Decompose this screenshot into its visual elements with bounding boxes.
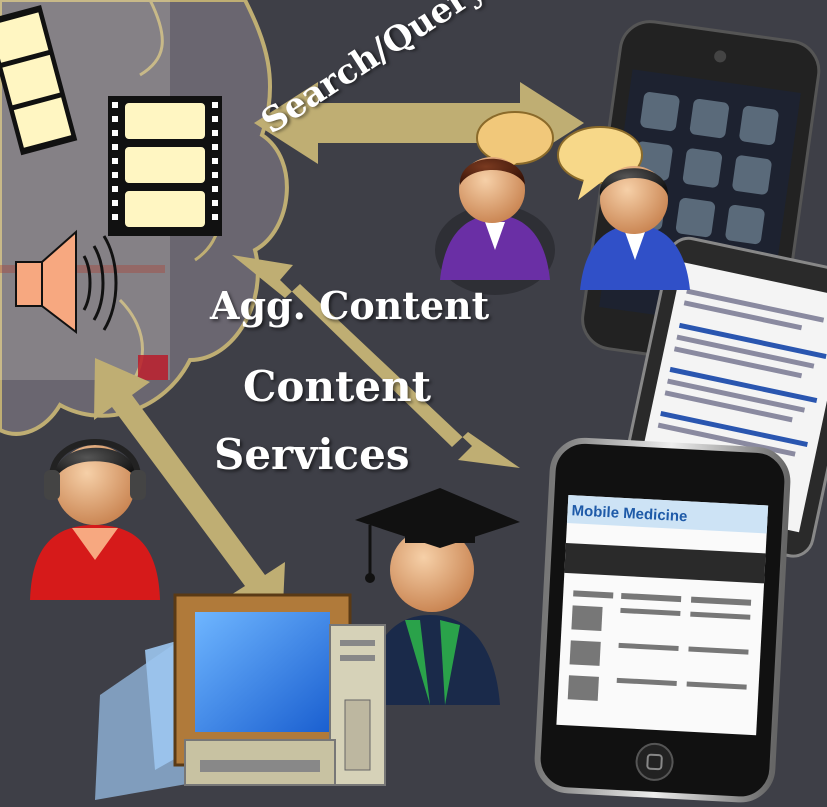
speaker-icon	[15, 229, 118, 335]
arrow-content-services	[232, 255, 520, 468]
film-strip-icon	[108, 96, 222, 236]
arrow-search-query	[254, 82, 584, 164]
person-icon	[435, 157, 555, 295]
arrow-user-cloud	[94, 358, 285, 628]
person-icon	[580, 166, 690, 290]
film-strip-icon	[0, 4, 78, 156]
smartphone-icon	[615, 236, 827, 558]
graduate-user-icon	[355, 488, 520, 705]
iphone-icon: Mobile Medicine	[534, 437, 791, 803]
agg-content-label: Agg. Content	[210, 283, 490, 328]
services-label: Services	[214, 430, 410, 479]
computer-icon	[95, 593, 386, 800]
phone-app-title: Mobile Medicine	[571, 502, 688, 525]
headset-user-icon	[30, 439, 160, 600]
content-label: Content	[243, 362, 432, 411]
